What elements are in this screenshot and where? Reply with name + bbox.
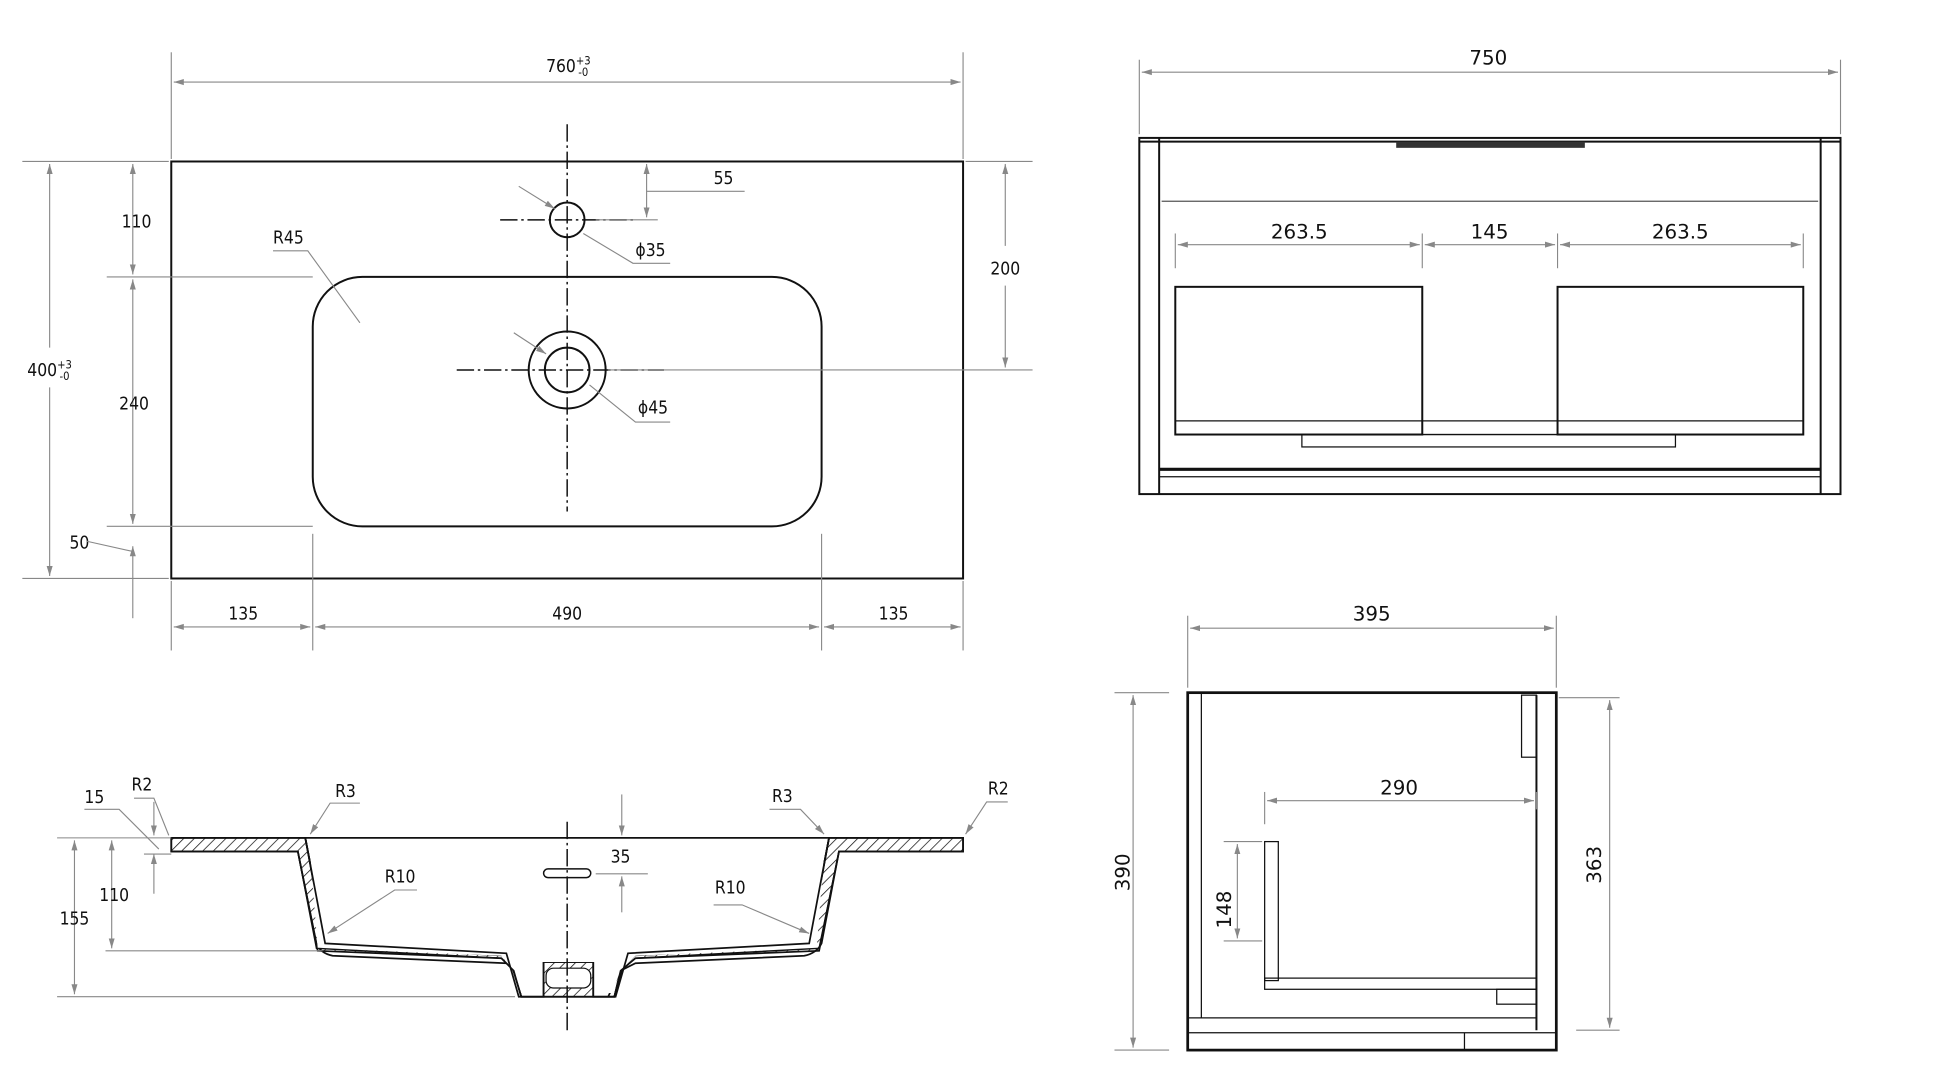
cabinet-side-view: 395 290 390 363 148 [1111, 603, 1620, 1052]
dim-110: 110 [122, 212, 152, 232]
dim-15: 15 [84, 788, 104, 808]
drawer-right [1556, 285, 1805, 436]
cabinet-front-view: 750 263.5 145 263.5 [1138, 47, 1842, 496]
dim-490: 490 [552, 604, 582, 624]
dim-240: 240 [119, 395, 149, 415]
radius-r2-left: R2 [132, 776, 153, 796]
dim-263-5-left: 263.5 [1271, 220, 1328, 243]
depth-label: 400+3-0 [27, 359, 72, 383]
radius-r10-left: R10 [385, 868, 416, 888]
drain-hole-diameter: ϕ45 [638, 398, 668, 418]
dim-section-110: 110 [99, 886, 129, 906]
cabinet-outline [1138, 136, 1842, 496]
dim-200: 200 [990, 259, 1020, 279]
width-label: 760+3-0 [546, 55, 591, 79]
radius-r45: R45 [273, 228, 304, 248]
drawer-left [1174, 285, 1424, 436]
side-depth-label: 395 [1353, 603, 1391, 626]
side-height-label: 390 [1111, 853, 1134, 891]
radius-r10-right: R10 [715, 879, 746, 899]
dim-135-left: 135 [228, 604, 258, 624]
dim-290: 290 [1380, 776, 1418, 799]
radius-r3-left: R3 [335, 782, 356, 802]
radius-r3-right: R3 [772, 787, 793, 807]
radius-r2-right: R2 [988, 779, 1009, 799]
dim-148: 148 [1213, 891, 1236, 929]
cabinet-width-label: 750 [1469, 47, 1507, 70]
handle-bar [1396, 141, 1585, 148]
dim-55: 55 [714, 169, 734, 189]
dim-155: 155 [60, 910, 90, 930]
side-outline [1186, 691, 1558, 1052]
dim-145: 145 [1471, 220, 1509, 243]
sink-section-view: 155 110 15 R2 R3 R3 R2 R10 R10 35 [57, 776, 1009, 1033]
sink-plan-view: 760+3-0 400+3-0 110 240 50 200 55 R45 ϕ3… [22, 52, 1033, 651]
dim-363: 363 [1583, 846, 1606, 884]
dim-263-5-right: 263.5 [1652, 220, 1709, 243]
dim-135-right: 135 [879, 604, 909, 624]
dim-35: 35 [611, 848, 631, 868]
dim-50: 50 [70, 534, 90, 554]
tap-hole-diameter: ϕ35 [635, 241, 665, 261]
